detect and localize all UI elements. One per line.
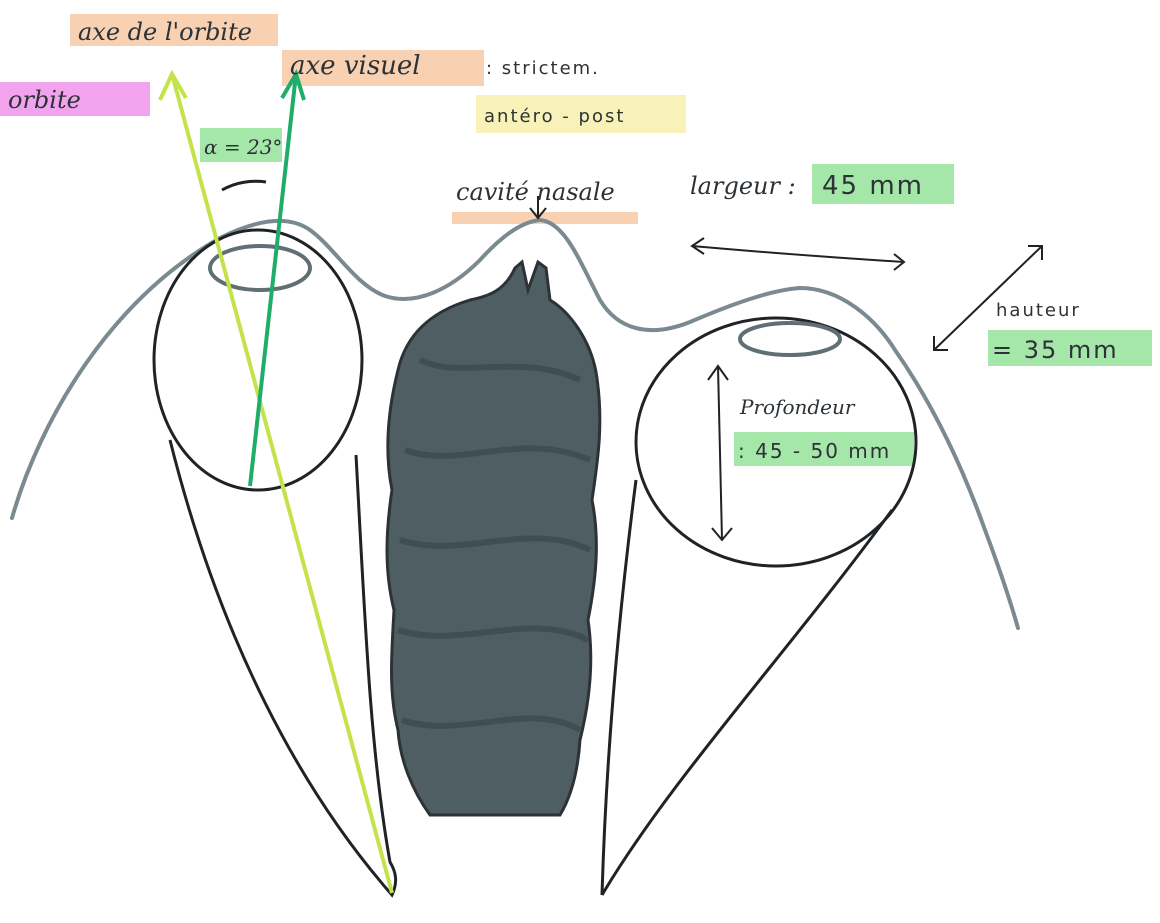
orbit-axis-arrowhead (160, 74, 186, 100)
label-strictement: : strictem. (486, 58, 600, 79)
label-profondeur: Profondeur (739, 395, 856, 419)
angle-arc (222, 181, 266, 190)
label-antero-post: antéro - post (484, 106, 625, 127)
depth-arrow (718, 366, 722, 540)
label-profondeur-value: : 45 - 50 mm (738, 439, 891, 463)
left-orbit-cone (170, 440, 396, 895)
label-largeur: largeur : (690, 172, 796, 200)
left-eyeball (154, 230, 362, 490)
width-arrow (692, 246, 904, 262)
label-largeur-value: 45 mm (822, 171, 924, 201)
label-orbite: orbite (8, 86, 81, 114)
right-orbit-cone (602, 480, 892, 895)
label-hauteur-value: = 35 mm (992, 336, 1119, 364)
label-axe-visuel: axe visuel (290, 51, 421, 81)
label-hauteur: hauteur (996, 300, 1081, 321)
label-angle: α = 23° (204, 135, 282, 159)
right-cornea (740, 323, 840, 355)
label-cavite-nasale: cavité nasale (456, 178, 615, 206)
label-axe-orbite: axe de l'orbite (78, 18, 252, 46)
